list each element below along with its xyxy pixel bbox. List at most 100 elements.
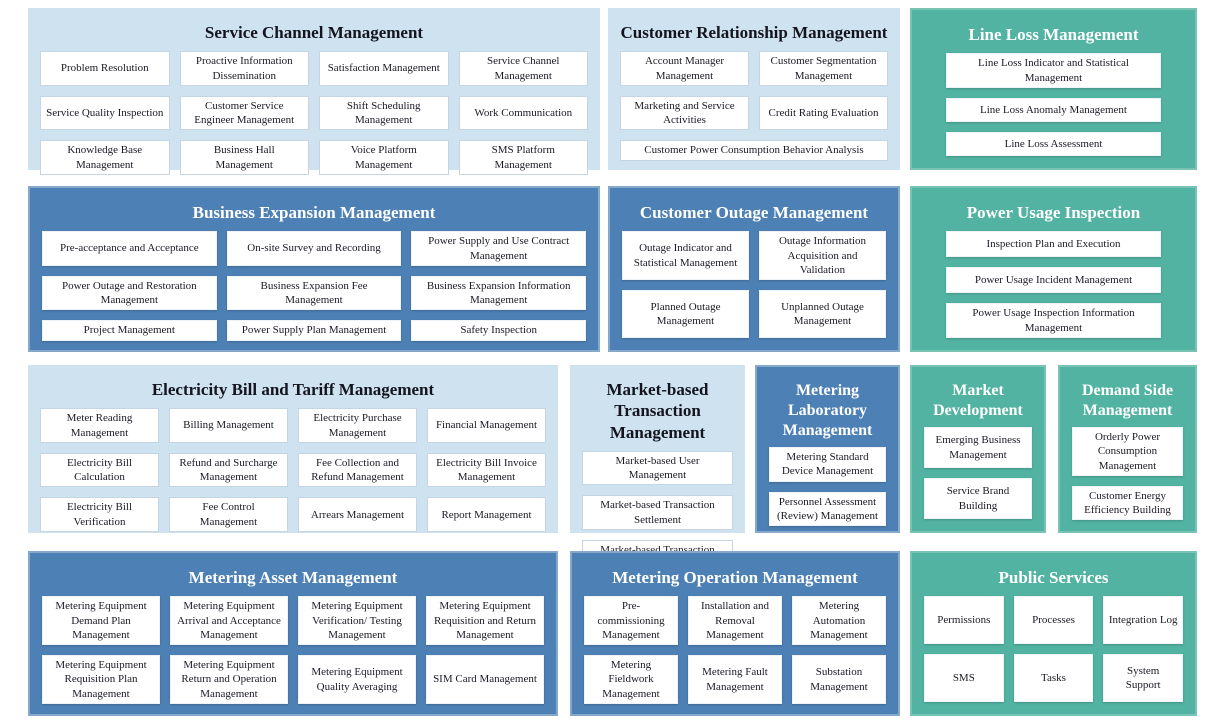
module-button[interactable]: Outage Indicator and Statistical Managem… [622,231,749,281]
module-button[interactable]: Service Quality Inspection [40,95,170,131]
module-button[interactable]: Processes [1013,596,1094,645]
module-row: Account Manager Management Customer Segme… [620,51,888,86]
module-button[interactable]: Metering Equipment Return and Operation … [170,655,288,705]
module-button[interactable]: Satisfaction Management [319,51,449,86]
module-button[interactable]: Metering Equipment Verification/ Testing… [298,596,416,646]
module-row: Line Loss Assessment [946,131,1161,156]
module-button[interactable]: Substation Management [792,655,886,705]
module-button[interactable]: Marketing and Service Activities [620,95,749,131]
module-row: Emerging Business Management [924,427,1032,468]
module-button[interactable]: Refund and Surcharge Management [169,452,288,488]
panel-title: Market-based Transaction Management [606,380,709,442]
module-button[interactable]: Permissions [924,596,1004,645]
module-button[interactable]: Service Channel Management [458,51,588,86]
module-button[interactable]: Electricity Bill Invoice Management [427,452,546,488]
module-button[interactable]: Metering Equipment Requisition and Retur… [426,596,544,646]
module-button[interactable]: Personnel Assessment (Review) Management [769,491,886,527]
module-button[interactable]: Pre-commissioning Management [584,596,678,646]
module-button[interactable]: System Support [1103,654,1184,702]
module-button[interactable]: Power Usage Inspection Information Manag… [946,303,1161,338]
module-button[interactable]: Metering Standard Device Management [769,447,886,482]
panel-metering-operation-management: Metering Operation Management Pre-commis… [570,551,900,716]
module-button[interactable]: Knowledge Base Management [40,140,170,176]
module-button[interactable]: SMS [924,654,1004,702]
module-button[interactable]: Pre-acceptance and Acceptance [42,231,217,266]
module-button[interactable]: Safety Inspection [411,320,587,341]
module-button[interactable]: Business Hall Management [179,140,309,176]
module-button[interactable]: Financial Management [427,408,546,443]
panel-title: Electricity Bill and Tariff Management [151,380,435,399]
module-button[interactable]: Metering Equipment Arrival and Acceptanc… [170,596,288,646]
module-button[interactable]: Planned Outage Management [622,290,749,338]
module-button[interactable]: Power Outage and Restoration Management [42,275,217,311]
module-button[interactable]: Account Manager Management [620,51,749,86]
module-button[interactable]: Orderly Power Consumption Management [1072,427,1183,476]
module-button[interactable]: Power Usage Incident Management [946,267,1161,294]
module-grid: Account Manager Management Customer Segme… [620,51,888,161]
module-button[interactable]: Outage Information Acquisition and Valid… [759,231,886,281]
module-button[interactable]: Line Loss Assessment [946,131,1161,156]
module-button[interactable]: Electricity Bill Verification [40,497,159,533]
module-button[interactable]: Fee Control Management [169,497,288,533]
module-button[interactable]: Metering Equipment Requisition Plan Mana… [42,655,160,705]
module-button[interactable]: Metering Fault Management [688,655,782,705]
module-button[interactable]: Fee Collection and Refund Management [298,452,417,488]
module-row: Electricity Bill Verification Fee Control… [40,497,546,533]
panel-title: Market Development [933,382,1023,419]
module-button[interactable]: Service Brand Building [924,478,1032,519]
module-button[interactable]: Inspection Plan and Execution [946,231,1161,258]
module-button[interactable]: Market-based User Management [582,450,733,486]
module-button[interactable]: On-site Survey and Recording [226,231,402,266]
module-button[interactable]: Line Loss Indicator and Statistical Mana… [946,53,1161,88]
module-button[interactable]: Report Management [427,497,546,533]
module-row: Outage Indicator and Statistical Managem… [622,231,886,281]
module-grid: Metering Equipment Demand Plan Managemen… [42,596,544,705]
module-row: Marketing and Service Activities Credit R… [620,95,888,131]
module-button[interactable]: Meter Reading Management [40,408,159,443]
module-button[interactable]: Customer Power Consumption Behavior Anal… [620,140,888,161]
module-button[interactable]: Credit Rating Evaluation [759,95,888,131]
module-button[interactable]: Metering Fieldwork Management [584,655,678,705]
module-button[interactable]: Billing Management [169,408,288,443]
module-button[interactable]: Emerging Business Management [924,427,1032,468]
module-button[interactable]: Shift Scheduling Management [319,95,449,131]
module-button[interactable]: Market-based Transaction Settlement [582,495,733,530]
module-button[interactable]: Power Supply and Use Contract Management [411,231,587,266]
module-button[interactable]: Arrears Management [298,497,417,533]
module-button[interactable]: Business Expansion Information Managemen… [411,275,587,311]
module-button[interactable]: Metering Equipment Demand Plan Managemen… [42,596,160,646]
module-button[interactable]: SIM Card Management [426,655,544,705]
module-row: Inspection Plan and Execution [946,231,1161,258]
panel-customer-relationship-management: Customer Relationship Management Account… [608,8,900,170]
module-button[interactable]: Line Loss Anomaly Management [946,97,1161,122]
module-button[interactable]: SMS Platform Management [458,140,588,176]
module-button[interactable]: Business Expansion Fee Management [226,275,402,311]
module-button[interactable]: Metering Automation Management [792,596,886,646]
module-button[interactable]: Installation and Removal Management [688,596,782,646]
module-button[interactable]: Electricity Purchase Management [298,408,417,443]
module-button[interactable]: Problem Resolution [40,51,170,86]
module-row: Pre-acceptance and Acceptance On-site Sur… [42,231,587,266]
module-button[interactable]: Customer Energy Efficiency Building [1072,485,1183,521]
module-button[interactable]: Integration Log [1103,596,1184,645]
module-button[interactable]: Electricity Bill Calculation [40,452,159,488]
module-grid: Outage Indicator and Statistical Managem… [622,231,886,338]
module-button[interactable]: Tasks [1013,654,1094,702]
module-grid: Meter Reading Management Billing Manageme… [40,408,546,533]
module-button[interactable]: Power Supply Plan Management [226,320,402,341]
module-button[interactable]: Customer Service Engineer Management [179,95,309,131]
module-button[interactable]: Project Management [42,320,217,341]
module-button[interactable]: Customer Segmentation Management [759,51,888,86]
module-button[interactable]: Voice Platform Management [319,140,449,176]
module-button[interactable]: Work Communication [458,95,588,131]
module-button[interactable]: Metering Equipment Quality Averaging [298,655,416,705]
panel-title: Customer Outage Management [639,203,869,222]
module-button[interactable]: Unplanned Outage Management [759,290,886,338]
panel-title: Public Services [998,568,1109,587]
module-button[interactable]: Proactive Information Dissemination [179,51,309,86]
module-row: Meter Reading Management Billing Manageme… [40,408,546,443]
